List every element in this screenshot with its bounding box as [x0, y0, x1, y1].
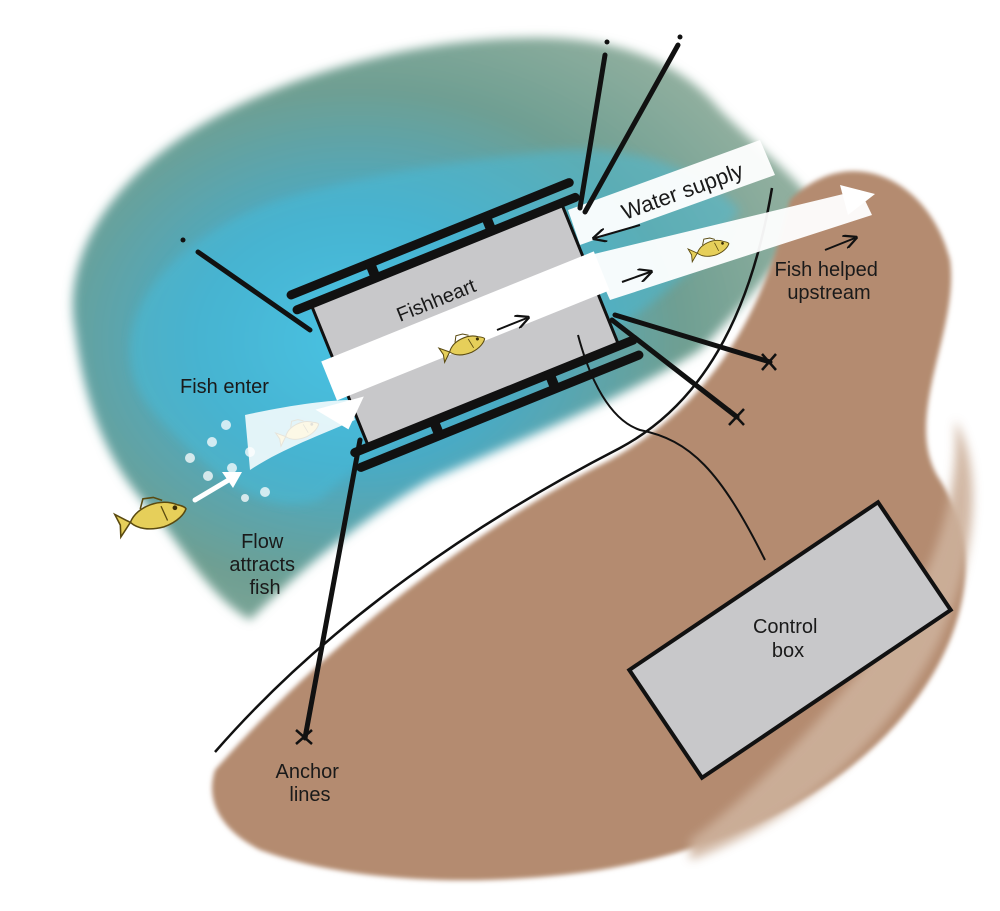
- control-box: [626, 499, 954, 781]
- fish-helped-label: Fish helped upstream: [775, 259, 884, 304]
- upstream-arrow: [840, 185, 875, 215]
- anchor-points: [180, 34, 683, 243]
- fish-enter-label: Fish enter: [180, 376, 269, 398]
- control-box-label: Control box: [753, 616, 823, 662]
- attraction-arrow: [192, 472, 242, 503]
- control-cable: [577, 334, 766, 561]
- anchor-lines-label: Anchor lines: [276, 761, 345, 806]
- flow-attracts-label: Flow attracts fish: [229, 531, 300, 599]
- inflow-spray: [185, 396, 364, 502]
- outflow-channel: [590, 190, 872, 300]
- flow-arrows: [496, 224, 855, 331]
- water-supply-channel: [568, 140, 775, 245]
- fishheart-device: [286, 178, 644, 472]
- anchor-marks: [295, 353, 777, 745]
